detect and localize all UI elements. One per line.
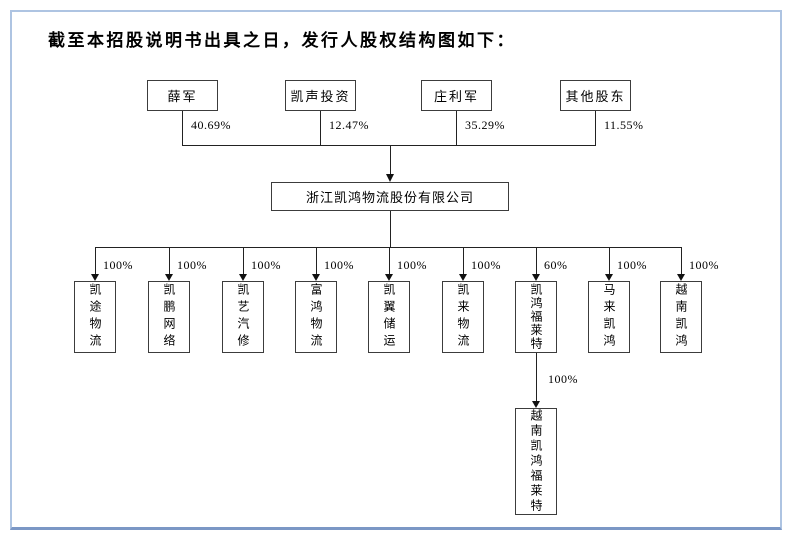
connector-line bbox=[95, 247, 96, 274]
connector-line bbox=[536, 353, 537, 401]
shareholder-box-zhuanglijun: 庄利军 bbox=[421, 80, 492, 111]
ownership-percentage: 100% bbox=[251, 258, 281, 272]
connector-line bbox=[390, 211, 391, 247]
arrow-down-icon bbox=[239, 274, 247, 281]
ownership-percentage: 100% bbox=[177, 258, 207, 272]
subsidiary-box-vietnam-kaihong: 越南凯鸿 bbox=[660, 281, 702, 353]
arrow-down-icon bbox=[91, 274, 99, 281]
ownership-percentage: 60% bbox=[544, 258, 568, 272]
subsidiary-box-malay-kaihong: 马来凯鸿 bbox=[588, 281, 630, 353]
shareholder-box-other-shareholders: 其他股东 bbox=[560, 80, 631, 111]
connector-line bbox=[169, 247, 170, 274]
connector-line bbox=[456, 111, 457, 145]
shareholder-name: 凯声投资 bbox=[290, 89, 351, 104]
subsidiary-name: 凯翼储运 bbox=[382, 283, 396, 351]
issuer-name: 浙江凯鸿物流股份有限公司 bbox=[305, 190, 474, 205]
connector-line bbox=[243, 247, 244, 274]
connector-line bbox=[316, 247, 317, 274]
sub-subsidiary-box-vietnam-kaihong-fulaite: 越南凯鸿福莱特 bbox=[515, 408, 557, 515]
subsidiary-name: 富鸿物流 bbox=[309, 283, 323, 351]
subsidiary-box-kaipeng-network: 凯鹏网络 bbox=[148, 281, 190, 353]
ownership-percentage: 100% bbox=[617, 258, 647, 272]
subsidiary-box-kailai-logistics: 凯来物流 bbox=[442, 281, 484, 353]
connector-line bbox=[182, 111, 183, 145]
page-title: 截至本招股说明书出具之日，发行人股权结构图如下： bbox=[48, 31, 516, 50]
ownership-percentage: 100% bbox=[471, 258, 501, 272]
subsidiary-box-fuhong-logistics: 富鸿物流 bbox=[295, 281, 337, 353]
sub-subsidiary-name: 越南凯鸿福莱特 bbox=[529, 409, 543, 514]
ownership-percentage: 11.55% bbox=[604, 118, 644, 132]
subsidiary-name: 凯鸿福莱特 bbox=[529, 283, 543, 351]
shareholder-box-kaisheng-investment: 凯声投资 bbox=[285, 80, 356, 111]
page-border-frame bbox=[10, 10, 782, 530]
ownership-percentage: 40.69% bbox=[191, 118, 231, 132]
arrow-down-icon bbox=[532, 274, 540, 281]
ownership-percentage: 100% bbox=[103, 258, 133, 272]
ownership-percentage: 100% bbox=[397, 258, 427, 272]
arrow-down-icon bbox=[532, 401, 540, 408]
arrow-down-icon bbox=[605, 274, 613, 281]
subsidiary-name: 凯鹏网络 bbox=[162, 283, 176, 351]
subsidiary-name: 凯艺汽修 bbox=[236, 283, 250, 351]
connector-line bbox=[681, 247, 682, 274]
arrow-down-icon bbox=[385, 274, 393, 281]
ownership-percentage: 100% bbox=[548, 372, 578, 386]
ownership-percentage: 12.47% bbox=[329, 118, 369, 132]
connector-line bbox=[390, 145, 391, 174]
connector-line bbox=[95, 247, 681, 248]
shareholder-box-xuejun: 薛军 bbox=[147, 80, 218, 111]
connector-line bbox=[595, 111, 596, 145]
connector-line bbox=[389, 247, 390, 274]
subsidiary-box-kaiyi-storage: 凯翼储运 bbox=[368, 281, 410, 353]
connector-line bbox=[463, 247, 464, 274]
subsidiary-name: 凯途物流 bbox=[88, 283, 102, 351]
connector-line bbox=[609, 247, 610, 274]
shareholder-name: 庄利军 bbox=[433, 89, 479, 104]
subsidiary-name: 越南凯鸿 bbox=[674, 283, 688, 351]
subsidiary-name: 凯来物流 bbox=[456, 283, 470, 351]
ownership-percentage: 100% bbox=[324, 258, 354, 272]
connector-line bbox=[320, 111, 321, 145]
connector-line bbox=[182, 145, 596, 146]
ownership-percentage: 100% bbox=[689, 258, 719, 272]
shareholder-name: 其他股东 bbox=[565, 89, 626, 104]
issuer-box: 浙江凯鸿物流股份有限公司 bbox=[271, 182, 509, 211]
arrow-down-icon bbox=[165, 274, 173, 281]
ownership-percentage: 35.29% bbox=[465, 118, 505, 132]
arrow-down-icon bbox=[459, 274, 467, 281]
subsidiary-box-kaitu-logistics: 凯途物流 bbox=[74, 281, 116, 353]
arrow-down-icon bbox=[677, 274, 685, 281]
subsidiary-name: 马来凯鸿 bbox=[602, 283, 616, 351]
arrow-down-icon bbox=[312, 274, 320, 281]
subsidiary-box-kaihong-fulaite: 凯鸿福莱特 bbox=[515, 281, 557, 353]
shareholder-name: 薛军 bbox=[167, 89, 198, 104]
subsidiary-box-kaiyi-auto-repair: 凯艺汽修 bbox=[222, 281, 264, 353]
connector-line bbox=[536, 247, 537, 274]
arrow-down-icon bbox=[386, 174, 394, 182]
